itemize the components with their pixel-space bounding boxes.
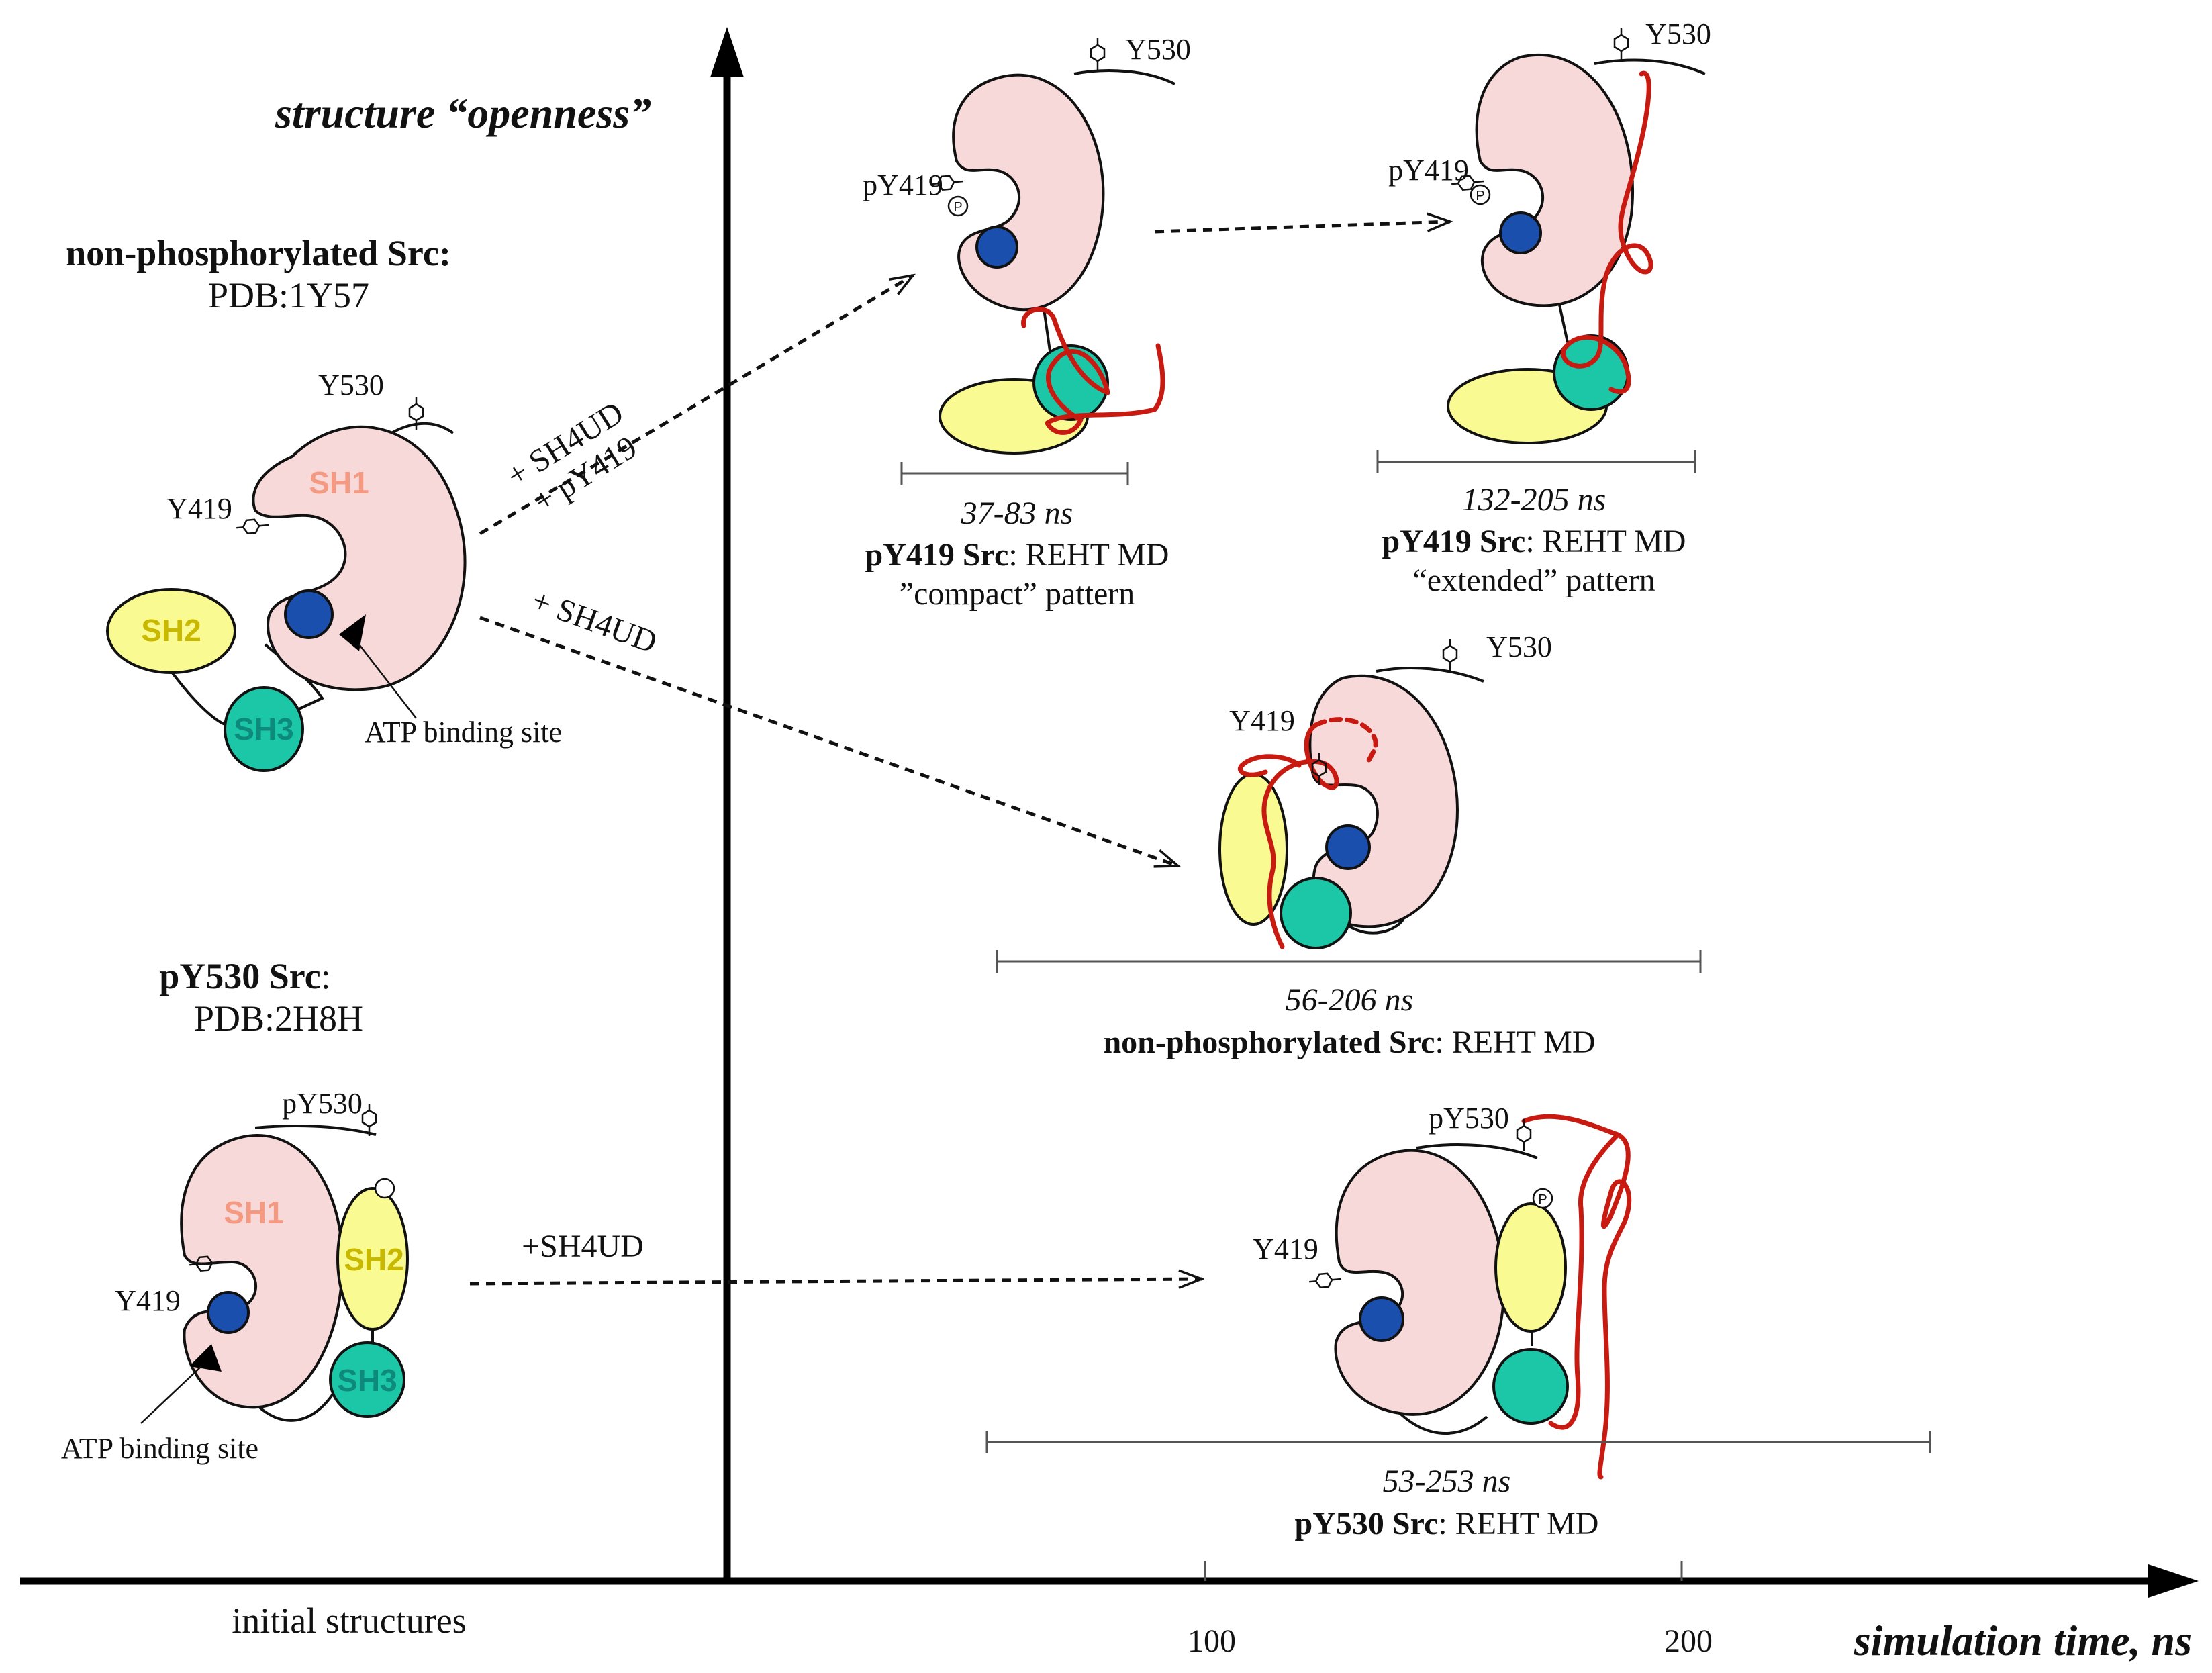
extended-range-bar [1376, 450, 1696, 473]
nonphos-md-name: non-phosphorylated Src: REHT MD [1103, 1024, 1595, 1060]
initial-structures-label: initial structures [232, 1600, 466, 1641]
py530-atp-label: ATP binding site [61, 1432, 258, 1465]
py530-md-name: pY530 Src: REHT MD [1295, 1506, 1599, 1541]
extended-pattern: “extended” pattern [1412, 563, 1655, 598]
arrow-to-py530-md [469, 1279, 1202, 1284]
py530-py530-label: pY530 [282, 1087, 363, 1120]
arrow-compact-to-extended [1154, 222, 1450, 234]
nonphos-md-time: 56-206 ns [1286, 982, 1414, 1018]
compact-y530-label: Y530 [1125, 33, 1191, 66]
nonphos-md-y530-label: Y530 [1486, 630, 1552, 663]
x-axis-title: simulation time, ns [1854, 1617, 2192, 1664]
extended-name: pY419 Src: REHT MD [1382, 524, 1686, 559]
compact-py419-label: pY419 [863, 169, 943, 201]
nonphos-initial-structure [106, 396, 467, 772]
nonphos-sh2-label: SH2 [141, 613, 201, 648]
py530-md-p-label: P [1538, 1192, 1547, 1207]
nonphos-pdb: PDB:1Y57 [208, 275, 369, 316]
compact-pattern: ”compact” pattern [900, 576, 1135, 612]
py530-md-time: 53-253 ns [1383, 1464, 1511, 1499]
nonphos-title: non-phosphorylated Src: [66, 233, 451, 273]
py530-sh3-label: SH3 [337, 1363, 397, 1398]
nonphos-md-range-bar [996, 950, 1702, 973]
py530-pdb: PDB:2H8H [194, 998, 363, 1039]
py530-md-y419-label: Y419 [1253, 1233, 1318, 1265]
extended-py419-label: pY419 [1388, 154, 1469, 187]
y-axis-title: structure “openness” [275, 89, 651, 137]
py530-title: pY530 Src: [159, 956, 331, 996]
nonphos-sh3-label: SH3 [234, 712, 293, 747]
nonphos-sh1-label: SH1 [309, 465, 369, 500]
arrow-to-nonphos-md [479, 616, 1178, 866]
nonphos-md-y419-label: Y419 [1229, 704, 1295, 737]
extended-structure [1447, 27, 1706, 444]
arrow-to-compact [479, 275, 913, 536]
extended-y530-label: Y530 [1645, 17, 1711, 50]
x-tick-100: 100 [1188, 1623, 1236, 1659]
py530-sh1-label: SH1 [224, 1195, 283, 1230]
extended-time: 132-205 ns [1462, 482, 1606, 518]
x-ticks [1204, 1561, 1683, 1581]
arrow3-label: +SH4UD [522, 1229, 644, 1264]
compact-p-label: P [953, 200, 962, 215]
py530-md-range-bar [985, 1431, 1931, 1453]
compact-range-bar [900, 462, 1129, 485]
nonphos-y530-label: Y530 [318, 369, 384, 401]
py530-md-structure [1308, 1114, 1632, 1480]
nonphos-y419-label: Y419 [166, 492, 232, 525]
x-tick-200: 200 [1664, 1623, 1713, 1659]
compact-name: pY419 Src: REHT MD [865, 537, 1169, 573]
py530-sh2-label: SH2 [344, 1242, 403, 1277]
nonphos-md-structure [1218, 638, 1484, 949]
extended-p-label: P [1476, 189, 1484, 203]
arrow2-label: + SH4UD [527, 582, 661, 660]
y-axis [710, 27, 744, 1581]
x-axis [20, 1564, 2199, 1598]
nonphos-atp-label: ATP binding site [365, 716, 562, 749]
py530-initial-structure [140, 1102, 409, 1424]
py530-y419-label: Y419 [115, 1284, 181, 1317]
py530-md-py530-label: pY530 [1429, 1102, 1509, 1135]
compact-structure [930, 37, 1175, 455]
compact-time: 37-83 ns [961, 495, 1073, 531]
